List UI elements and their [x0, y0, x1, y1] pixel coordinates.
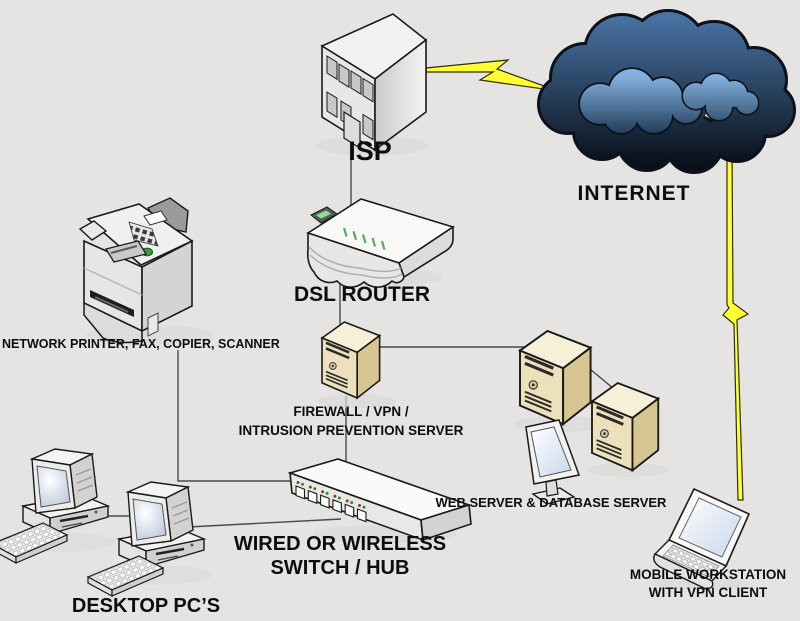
isp-building-icon: [316, 13, 428, 156]
mobile-label-line1: MOBILE WORKSTATION: [629, 567, 787, 582]
mobile-workstation-label: MOBILE WORKSTATION WITH VPN CLIENT: [608, 566, 800, 602]
mobile-label-line2: WITH VPN CLIENT: [648, 585, 768, 600]
switch-label: WIRED OR WIRELESS SWITCH / HUB: [230, 532, 450, 580]
lightning-bolt-internet-laptop-icon: [722, 143, 750, 501]
laptop-icon: [650, 487, 751, 590]
dsl-router-icon: [306, 198, 455, 288]
firewall-label-line2: INTRUSION PREVENTION SERVER: [238, 423, 464, 438]
line-printer-switch: [177, 350, 294, 482]
printer-icon: [78, 197, 214, 345]
laptop-screen: [678, 497, 742, 558]
lightning-bolt-isp-internet-icon: [425, 59, 559, 92]
building-door: [343, 110, 361, 150]
laptop-keyboard: [662, 544, 720, 578]
firewall-label-line1: FIREWALL / VPN /: [293, 404, 409, 419]
switch-ports: [295, 481, 367, 523]
switch-label-line2: SWITCH / HUB: [270, 557, 410, 579]
switch-icon: [287, 458, 472, 543]
firewall-label: FIREWALL / VPN / INTRUSION PREVENTION SE…: [231, 402, 471, 440]
monitor-screen: [530, 426, 572, 478]
firewall-server-icon: [316, 320, 396, 408]
internet-cloud-icon: [537, 9, 796, 174]
printer-display: [143, 210, 168, 226]
desktop-pc-icon-1: [0, 447, 118, 565]
web-db-servers-label: WEB SERVER & DATABASE SERVER: [435, 495, 667, 510]
dsl-router-label: DSL ROUTER: [293, 283, 431, 306]
switch-label-line1: WIRED OR WIRELESS: [233, 533, 447, 555]
line-pc2-switch: [187, 518, 342, 528]
isp-label: ISP: [348, 136, 392, 166]
monitor-icon: [525, 419, 581, 505]
desktop-pcs-label: DESKTOP PC’S: [71, 595, 221, 617]
router-leds: [342, 227, 386, 251]
network-printer-label: NETWORK PRINTER, FAX, COPIER, SCANNER: [2, 337, 280, 351]
internet-label: INTERNET: [577, 182, 691, 205]
database-server-icon: [586, 381, 670, 477]
printer-keypad: [128, 221, 159, 247]
